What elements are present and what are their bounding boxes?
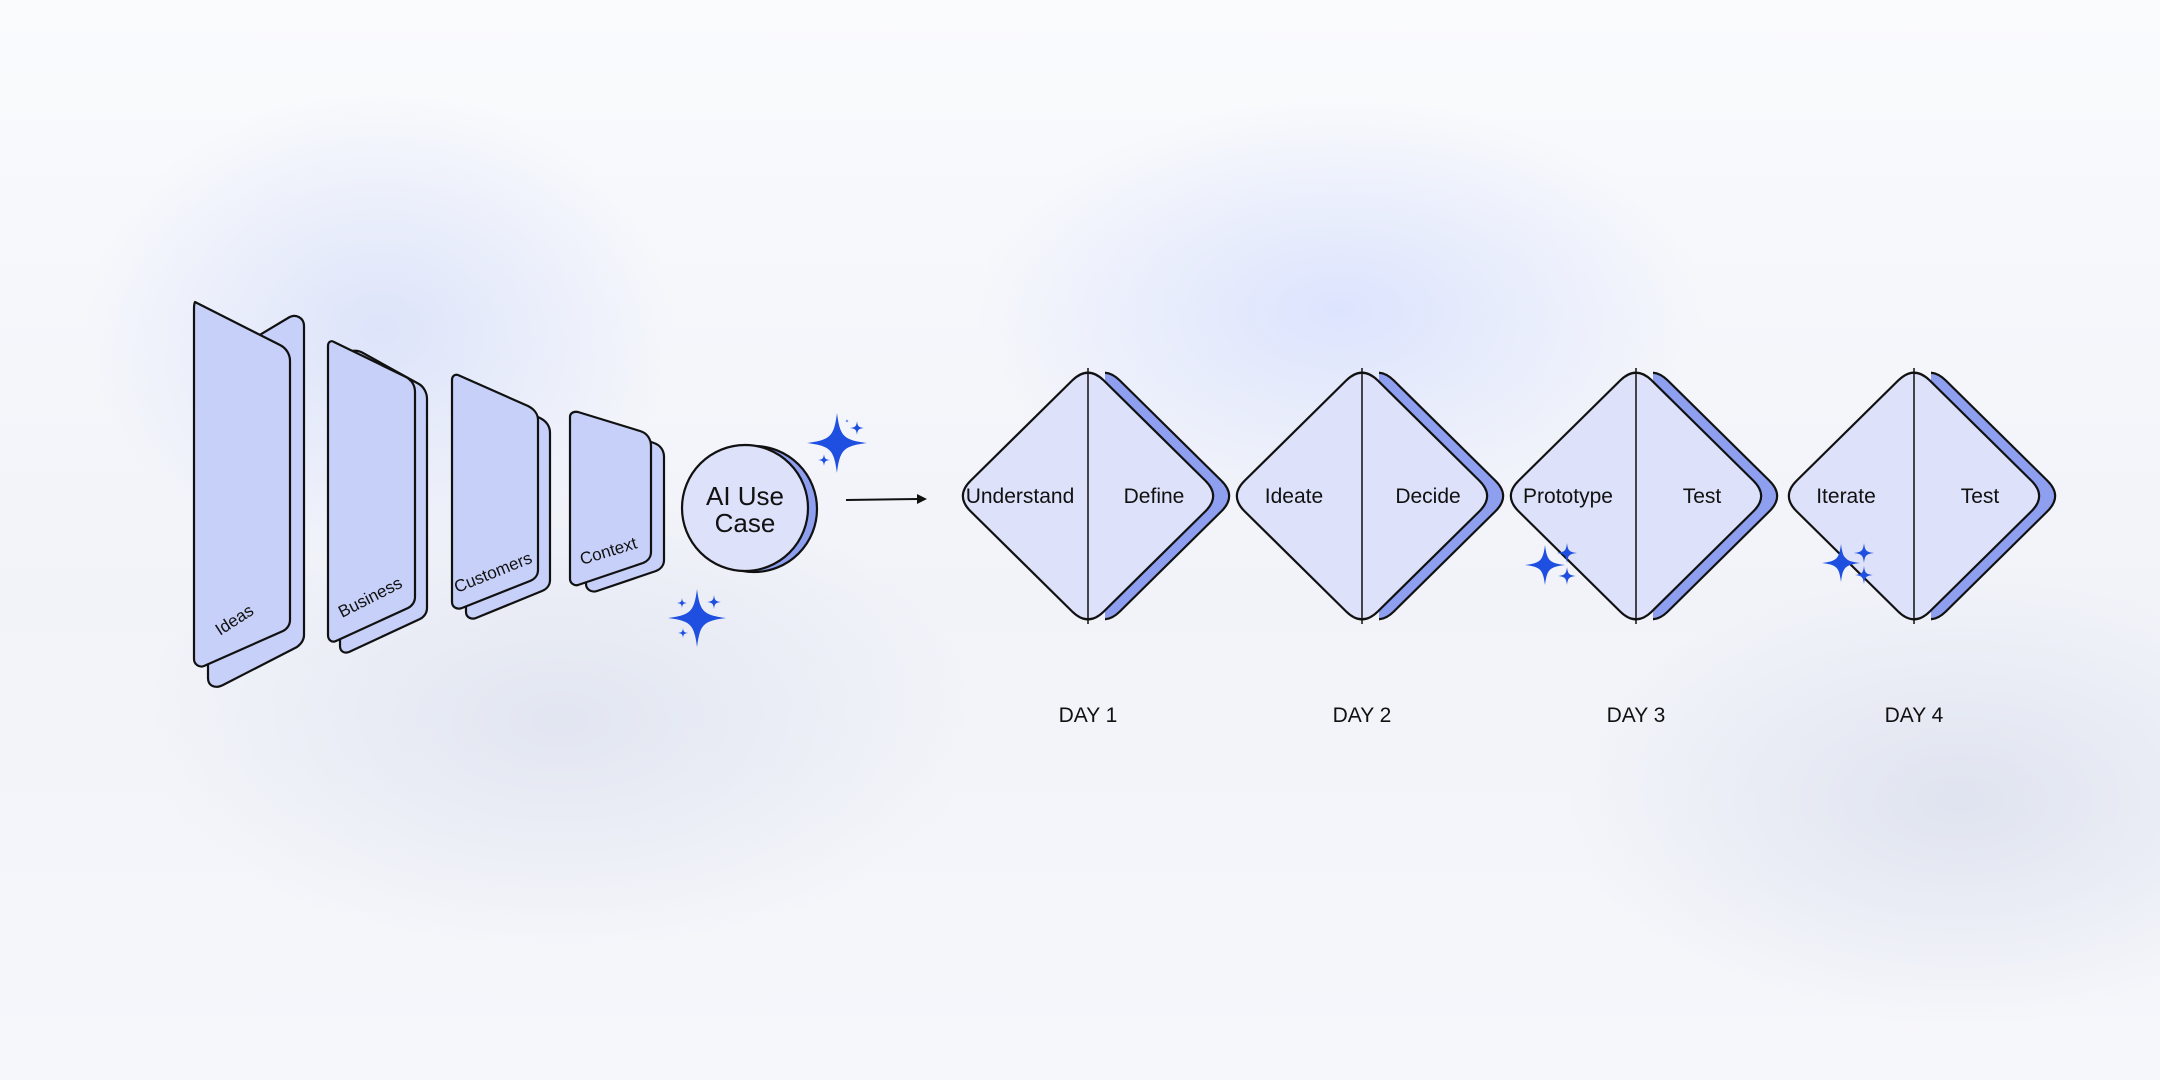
day-3-right-label: Test [1683, 485, 1722, 508]
card-context: Context [568, 410, 666, 593]
sparkle-icon [807, 413, 867, 473]
ai-use-case-line1: AI Use [706, 481, 784, 511]
day-1-right-label: Define [1124, 485, 1185, 508]
day-1-label: DAY 1 [1059, 704, 1118, 727]
day-4-left-label: Iterate [1816, 485, 1876, 508]
day-3-label: DAY 3 [1607, 704, 1666, 727]
flow-arrow [845, 494, 927, 504]
day-2-right-label: Decide [1395, 485, 1460, 508]
day-1-left-label: Understand [966, 485, 1075, 508]
day-4-right-label: Test [1961, 485, 2000, 508]
day-3-left-label: Prototype [1523, 485, 1613, 508]
card-business: Business [326, 340, 429, 654]
card-ideas: Ideas [192, 300, 306, 688]
day-2-label: DAY 2 [1333, 704, 1392, 727]
sparkle-icon [668, 589, 726, 647]
ai-use-case-circle: AI Use Case [680, 443, 819, 574]
day-2-left-label: Ideate [1265, 485, 1323, 508]
card-customers: Customers [450, 373, 552, 620]
day-4-label: DAY 4 [1885, 704, 1944, 727]
ai-use-case-line2: Case [715, 508, 776, 538]
